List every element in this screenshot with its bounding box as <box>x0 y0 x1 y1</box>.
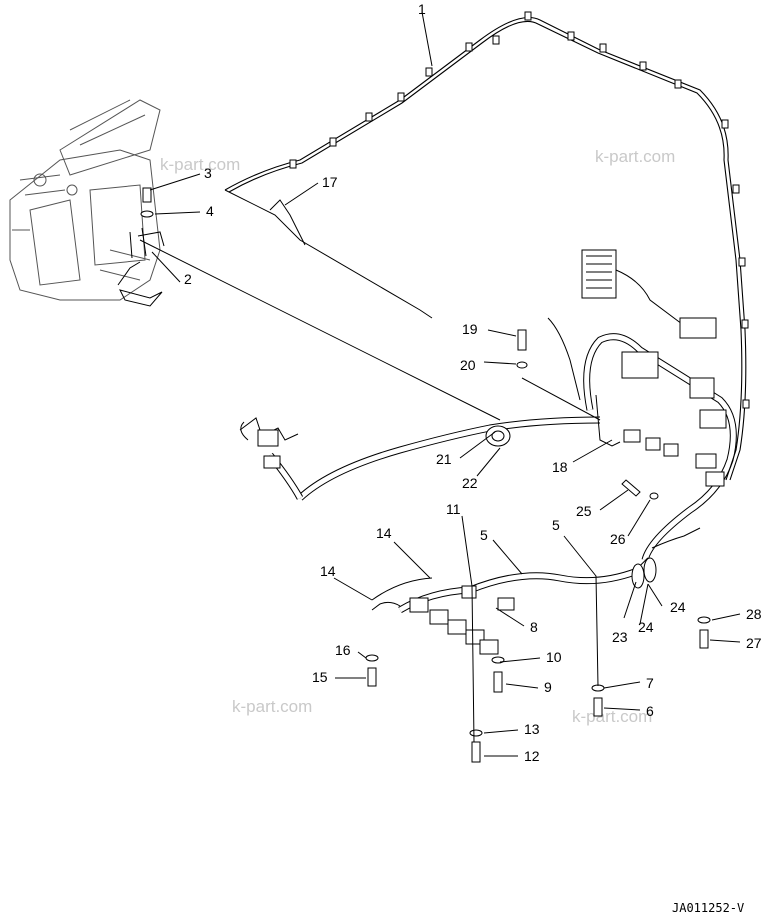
bolt-19 <box>517 329 527 351</box>
connector-block-upper <box>581 249 727 429</box>
callout-13: 13 <box>524 721 540 737</box>
roof-harness <box>224 11 750 481</box>
engine-block <box>9 99 161 301</box>
callout-25: 25 <box>576 503 592 519</box>
callout-5-left: 5 <box>480 527 488 543</box>
callout-16: 16 <box>335 642 351 658</box>
junction-connectors <box>547 317 725 487</box>
hardware <box>140 187 711 763</box>
main-harness <box>267 333 737 614</box>
callout-26: 26 <box>610 531 626 547</box>
grommet <box>485 425 511 447</box>
callout-28: 28 <box>746 606 762 622</box>
callout-9: 9 <box>544 679 552 695</box>
engine-bracket <box>117 227 165 307</box>
callout-8: 8 <box>530 619 538 635</box>
callout-24-right: 24 <box>670 599 686 615</box>
callout-21: 21 <box>436 451 452 467</box>
washer-20 <box>516 361 528 369</box>
clamp-bands <box>631 527 701 589</box>
bolt-3 <box>142 187 152 203</box>
left-end-connectors <box>239 417 299 469</box>
watermark-top-right: k-part.com <box>595 147 675 166</box>
callout-23: 23 <box>612 629 628 645</box>
callout-20: 20 <box>460 357 476 373</box>
bolt-25 <box>621 479 641 497</box>
callout-22: 22 <box>462 475 478 491</box>
callout-5-right: 5 <box>552 517 560 533</box>
callout-3: 3 <box>204 165 212 181</box>
sub-harness-17-clip <box>269 199 306 246</box>
bolt-9 <box>493 671 503 693</box>
roof-harness-clips <box>289 11 750 409</box>
watermark-top-left: k-part.com <box>160 155 240 174</box>
bolt-6 <box>593 697 603 717</box>
watermark-bottom-right: k-part.com <box>572 707 652 726</box>
bolt-27 <box>699 629 709 649</box>
callout-18: 18 <box>552 459 568 475</box>
callout-14-upper: 14 <box>376 525 392 541</box>
callout-14-lower: 14 <box>320 563 336 579</box>
callout-4: 4 <box>206 203 214 219</box>
callouts: 1 2 3 4 5 5 6 7 8 9 10 11 12 13 14 14 15… <box>184 1 762 764</box>
washer-28 <box>697 616 711 624</box>
callout-10: 10 <box>546 649 562 665</box>
bolt-12 <box>471 741 481 763</box>
washer-16 <box>365 654 379 662</box>
washer-13 <box>469 729 483 737</box>
callout-7: 7 <box>646 675 654 691</box>
callout-17: 17 <box>322 174 338 190</box>
callout-6: 6 <box>646 703 654 719</box>
washer-26 <box>649 492 659 500</box>
callout-15: 15 <box>312 669 328 685</box>
leader-lines <box>139 11 741 757</box>
callout-19: 19 <box>462 321 478 337</box>
figure-code: JA011252-V <box>672 901 744 915</box>
callout-12: 12 <box>524 748 540 764</box>
callout-24-left: 24 <box>638 619 654 635</box>
bolt-15 <box>367 667 377 687</box>
lower-connector-cluster <box>371 577 515 655</box>
callout-2: 2 <box>184 271 192 287</box>
callout-1: 1 <box>418 1 426 17</box>
washer-4 <box>140 210 154 218</box>
callout-27: 27 <box>746 635 762 651</box>
callout-11: 11 <box>446 501 461 517</box>
sub-harness-17 <box>224 189 433 319</box>
watermark-bottom-left: k-part.com <box>232 697 312 716</box>
